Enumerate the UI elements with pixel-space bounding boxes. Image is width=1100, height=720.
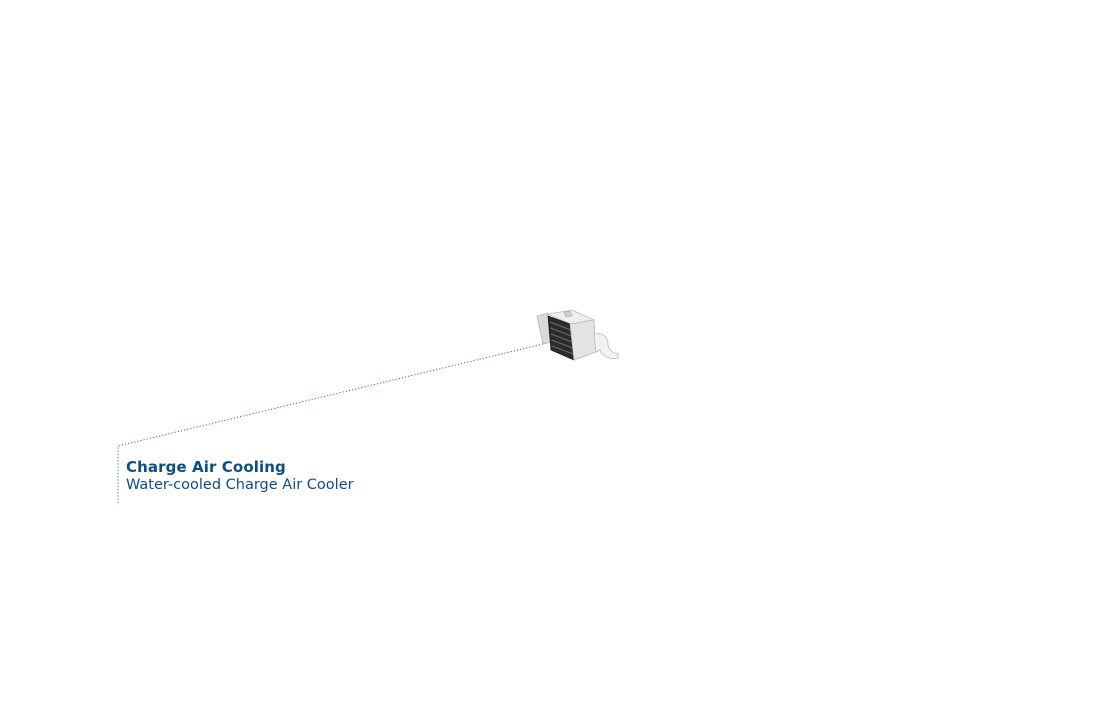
callout-title: Charge Air Cooling <box>126 458 286 476</box>
component-callout[interactable]: Charge Air Cooling Water-cooled Charge A… <box>126 458 354 494</box>
charge-air-cooler-icon[interactable] <box>534 308 622 368</box>
callout-subtitle: Water-cooled Charge Air Cooler <box>126 477 354 493</box>
